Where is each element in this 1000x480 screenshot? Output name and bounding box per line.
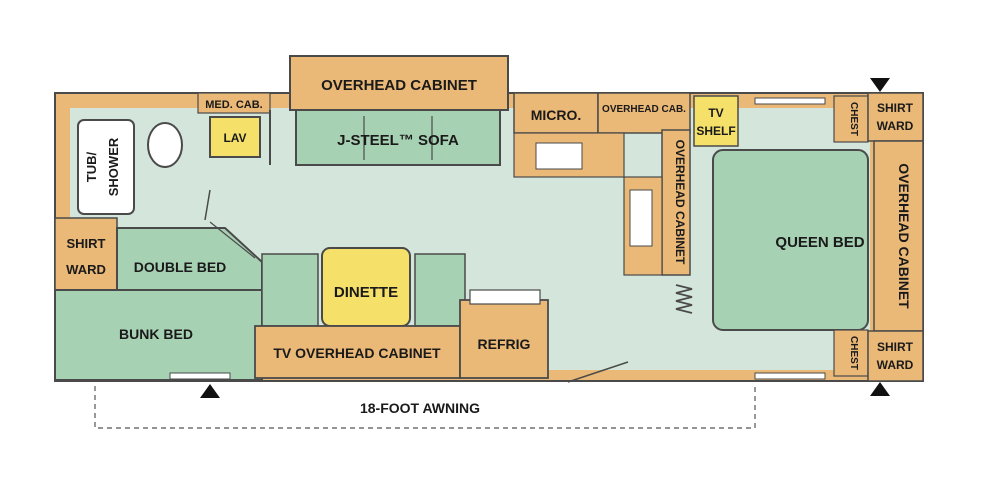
med-cab-label: MED. CAB. — [205, 99, 262, 111]
micro-label: MICRO. — [531, 107, 582, 123]
chest-top — [833, 95, 869, 143]
bath-door — [204, 189, 211, 221]
overhead-cab-small — [597, 92, 691, 134]
window — [754, 97, 826, 105]
overhead-cabinet-top — [289, 55, 509, 111]
overhead-cab-small-label: OVERHEAD CAB. — [602, 104, 686, 115]
marker-triangle-up — [200, 384, 220, 398]
med-cab — [197, 92, 271, 114]
shirt-ward-bottom-label-2: WARD — [877, 358, 914, 372]
stairs-icon — [675, 284, 693, 314]
tv-overhead-cabinet — [254, 325, 461, 379]
dinette-label: DINETTE — [334, 284, 398, 301]
toilet — [147, 122, 183, 168]
tv-shelf-label-2: SHELF — [696, 124, 735, 138]
tub-shower — [77, 119, 135, 215]
sofa — [295, 109, 501, 166]
awning-label: 18-FOOT AWNING — [360, 400, 480, 416]
sink-basin — [629, 189, 653, 247]
shirt-ward-bottom-label-1: SHIRT — [877, 340, 914, 354]
sofa-label: J-STEEL™ SOFA — [337, 132, 459, 149]
shirt-ward-left — [54, 217, 118, 291]
shirt-ward-left-label-2: WARD — [66, 262, 106, 277]
overhead-cabinet-vertical-label: OVERHEAD CABINET — [673, 140, 687, 265]
overhead-cabinet-right-label: OVERHEAD CABINET — [896, 163, 912, 309]
overhead-cabinet-right — [873, 140, 924, 332]
refrigerator — [459, 299, 549, 379]
shirt-ward-bottom — [867, 330, 924, 382]
queen-bed — [712, 149, 869, 331]
dinette-bench-left — [261, 253, 319, 327]
overhead-cabinet-top-label: OVERHEAD CABINET — [321, 77, 477, 94]
tv-shelf — [693, 95, 739, 147]
bunk-divider — [209, 221, 256, 259]
lavatory — [209, 116, 261, 158]
bunk-bed — [54, 289, 263, 381]
shirt-ward-top — [867, 92, 924, 142]
dinette-bench-right — [414, 253, 466, 327]
queen-bed-label: QUEEN BED — [775, 234, 864, 251]
marker-triangle-up — [870, 382, 890, 396]
shirt-ward-left-label-1: SHIRT — [67, 236, 106, 251]
tv-shelf-label-1: TV — [708, 106, 723, 120]
tub-shower-label-1: TUB/ — [84, 151, 99, 182]
bunk-bed-label: BUNK BED — [119, 326, 193, 342]
refrig-label: REFRIG — [478, 336, 531, 352]
chest-bottom — [833, 329, 869, 377]
shirt-ward-top-label-2: WARD — [877, 119, 914, 133]
lav-label: LAV — [223, 131, 246, 145]
microwave — [513, 92, 599, 134]
entry-door — [567, 361, 629, 383]
awning-outline — [94, 386, 756, 429]
window — [169, 372, 231, 380]
tv-overhead-cabinet-label: TV OVERHEAD CABINET — [273, 345, 441, 361]
chest-bottom-label: CHEST — [848, 336, 859, 370]
double-bed-label: DOUBLE BED — [134, 259, 227, 275]
chest-top-label: CHEST — [848, 102, 859, 136]
window — [754, 372, 826, 380]
stove — [535, 142, 583, 170]
refrigerator-top — [469, 289, 541, 305]
overhead-cabinet-vertical — [661, 129, 691, 276]
marker-triangle-down — [870, 78, 890, 92]
tub-shower-label-2: SHOWER — [106, 137, 121, 196]
shirt-ward-top-label-1: SHIRT — [877, 101, 914, 115]
